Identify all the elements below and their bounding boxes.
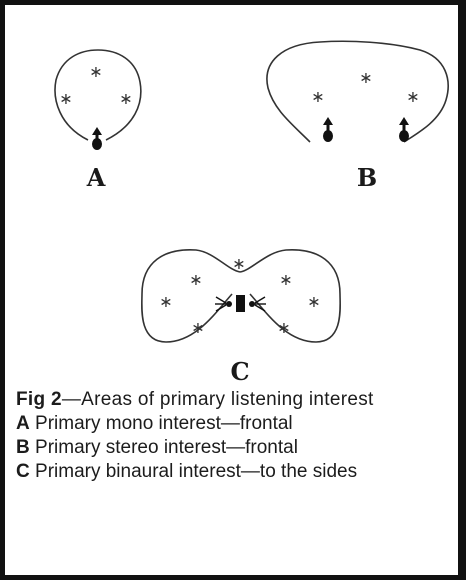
caption-title-text: —Areas of primary listening interest: [61, 389, 374, 410]
panel-b-star-top: ∗: [359, 68, 372, 87]
caption-title: Fig 2—Areas of primary listening interes…: [16, 388, 452, 412]
caption-fig-label: Fig 2: [16, 389, 62, 410]
panel-a-listening-area-outline: [54, 49, 142, 141]
caption-item-c-text: Primary binaural interest—to the sides: [35, 461, 358, 482]
caption-item-b-text: Primary stereo interest—frontal: [35, 437, 298, 458]
panel-c-star-upper-right: ∗: [279, 270, 292, 289]
panel-a-star-left: ∗: [59, 89, 72, 108]
panel-c: ∗ ∗ ∗ ∗ ∗ ∗ ∗ C: [141, 249, 341, 386]
panel-c-label: C: [230, 357, 249, 386]
panel-c-listening-area-outline-left: [141, 249, 241, 343]
caption-item-a-text: Primary mono interest—frontal: [35, 413, 293, 434]
panel-c-listening-area-outline-right: [239, 249, 341, 343]
panel-b-star-right: ∗: [406, 87, 419, 106]
panel-b-label: B: [357, 163, 377, 192]
figure-caption: Fig 2—Areas of primary listening interes…: [16, 388, 452, 484]
listening-areas-diagram: ∗ ∗ ∗ A ∗ ∗ ∗ B ∗ ∗ ∗ ∗ ∗ ∗ ∗: [54, 40, 449, 386]
panel-c-star-lower-left: ∗: [191, 318, 204, 337]
caption-item-c: C Primary binaural interest—to the sides: [16, 460, 452, 484]
panel-b: ∗ ∗ ∗ B: [266, 40, 449, 192]
panel-b-listening-area-outline: [266, 40, 449, 143]
panel-c-star-lower-right: ∗: [277, 318, 290, 337]
panel-b-left-microphone-icon: [323, 117, 333, 142]
panel-a-star-right: ∗: [119, 89, 132, 108]
panel-c-star-far-right: ∗: [307, 292, 320, 311]
panel-b-right-microphone-icon: [399, 117, 409, 142]
caption-item-a-key: A: [16, 413, 30, 434]
panel-a-label: A: [86, 163, 106, 192]
caption-item-b-key: B: [16, 437, 30, 458]
panel-a-microphone-icon: [92, 127, 102, 150]
panel-c-star-upper-left: ∗: [189, 270, 202, 289]
panel-b-star-left: ∗: [311, 87, 324, 106]
panel-c-star-top: ∗: [232, 254, 245, 273]
caption-item-a: A Primary mono interest—frontal: [16, 412, 452, 436]
caption-item-b: B Primary stereo interest—frontal: [16, 436, 452, 460]
panel-c-binaural-head-icon: [215, 295, 266, 312]
caption-item-c-key: C: [16, 461, 30, 482]
panel-a: ∗ ∗ ∗ A: [54, 49, 142, 192]
panel-a-star-top: ∗: [89, 62, 102, 81]
panel-c-star-far-left: ∗: [159, 292, 172, 311]
